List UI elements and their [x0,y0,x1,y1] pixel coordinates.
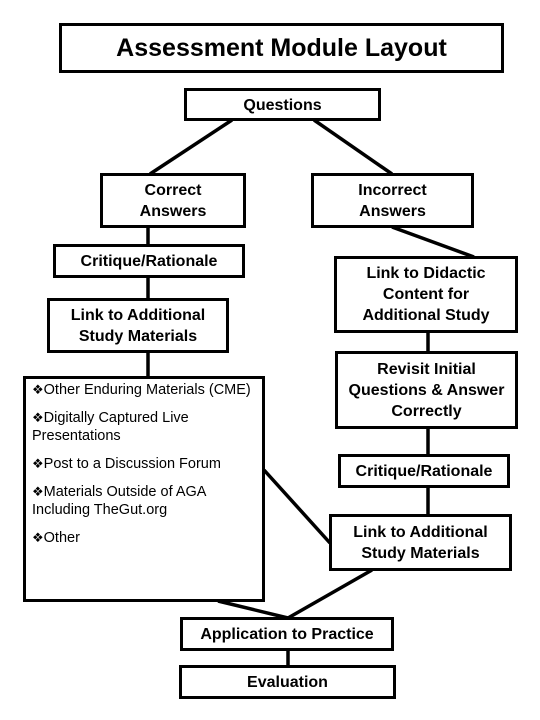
diamond-bullet-icon: ❖ [32,484,44,499]
incorrect-answers-box: Incorrect Answers [311,173,474,228]
list-item-text: Other Enduring Materials (CME) [43,382,251,398]
link-additional-study-right-label: Link to Additional Study Materials [353,523,488,562]
connector-list-link-right [262,468,332,545]
page-title-text: Assessment Module Layout [116,33,447,62]
correct-answers-box: Correct Answers [100,173,246,228]
list-item: ❖Digitally Captured Live Presentations [32,409,258,445]
questions-label: Questions [243,97,322,114]
link-didactic-content-box: Link to Didactic Content for Additional … [334,256,518,333]
connector-questions-correct [149,118,233,176]
critique-rationale-left-label: Critique/Rationale [80,252,218,270]
list-item-text: Post to a Discussion Forum [43,456,221,472]
revisit-questions-box: Revisit Initial Questions & Answer Corre… [335,351,518,429]
application-to-practice-label: Application to Practice [200,625,374,643]
evaluation-label: Evaluation [247,673,328,691]
list-item: ❖Post to a Discussion Forum [32,455,258,473]
link-didactic-content-label: Link to Didactic Content for Additional … [362,265,490,324]
connector-questions-incorrect [313,118,393,176]
list-item-text: Digitally Captured Live Presentations [32,410,189,444]
diamond-bullet-icon: ❖ [32,456,44,471]
diamond-bullet-icon: ❖ [32,382,44,397]
questions-box: Questions [184,88,381,121]
revisit-questions-label: Revisit Initial Questions & Answer Corre… [348,360,505,420]
incorrect-answers-label: Incorrect Answers [358,181,427,220]
diamond-bullet-icon: ❖ [32,530,44,545]
list-item: ❖Materials Outside of AGA Including TheG… [32,483,258,519]
diamond-bullet-icon: ❖ [32,410,44,425]
evaluation-box: Evaluation [179,665,396,699]
critique-rationale-left-box: Critique/Rationale [53,244,245,278]
correct-answers-label: Correct Answers [139,181,207,220]
critique-rationale-right-label: Critique/Rationale [355,462,493,480]
connector-link-right-application [287,568,373,620]
link-additional-study-left-box: Link to Additional Study Materials [47,298,229,353]
connector-list-application [217,599,289,620]
critique-rationale-right-box: Critique/Rationale [338,454,510,488]
page-title: Assessment Module Layout [59,23,504,73]
list-item-text: Materials Outside of AGA Including TheGu… [32,484,206,518]
study-materials-list: ❖Other Enduring Materials (CME) ❖Digital… [23,376,265,602]
list-item: ❖Other [32,529,258,547]
list-item-text: Other [43,530,80,546]
application-to-practice-box: Application to Practice [180,617,394,651]
link-additional-study-left-label: Link to Additional Study Materials [70,306,206,345]
link-additional-study-right-box: Link to Additional Study Materials [329,514,512,571]
list-item: ❖Other Enduring Materials (CME) [32,381,258,399]
connector-incorrect-didactic [391,225,475,259]
